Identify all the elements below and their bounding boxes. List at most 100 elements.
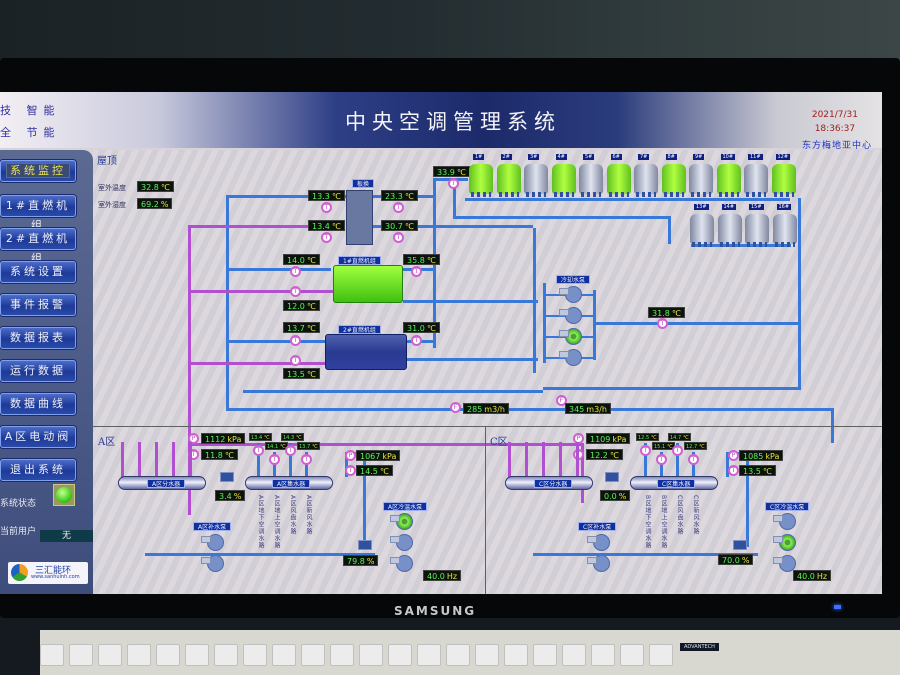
cooling-tower[interactable]: 14# (717, 204, 742, 247)
cooling-pump[interactable] (559, 307, 582, 324)
cooling-tower[interactable]: 7# (634, 154, 658, 197)
page-title: 中央空调管理系统 (345, 110, 561, 134)
zone-a-makeup-pump[interactable] (201, 534, 224, 551)
cooling-tower[interactable]: 8# (661, 154, 686, 197)
tower-number: 5# (583, 154, 595, 160)
keyboard-key[interactable] (475, 644, 499, 666)
zone-c-control-valve[interactable] (733, 540, 747, 550)
zone-a-makeup-pump-label: A区补水泵 (193, 522, 232, 531)
zone-c-chw-pump-label: C区冷温水泵 (765, 502, 810, 511)
zone-a-bypass-valve[interactable] (220, 472, 234, 482)
cooling-tower[interactable]: 12# (771, 154, 796, 197)
keyboard-key[interactable] (185, 644, 209, 666)
unit: kPa (382, 452, 397, 461)
logo-url: www.sanhuinh.com (31, 574, 80, 580)
cooling-pump[interactable] (559, 349, 582, 366)
keyboard-key[interactable] (504, 644, 528, 666)
sidebar-item-chiller-1[interactable]: 1#直燃机组 (0, 195, 76, 232)
time: 18:36:37 (814, 124, 856, 134)
value: 1109 (590, 435, 611, 444)
chw-pump[interactable] (390, 534, 413, 551)
unit: ℃ (671, 309, 681, 318)
keyboard-key[interactable] (40, 644, 64, 666)
keyboard-key[interactable] (533, 644, 557, 666)
keyboard-key[interactable] (127, 644, 151, 666)
zone-a-collector[interactable]: A区集水器 (245, 476, 333, 490)
sidebar-item-exit[interactable]: 退出系统 (0, 459, 76, 481)
zone-c-makeup-pump[interactable] (587, 555, 610, 572)
sidebar-item-event-alarm[interactable]: 事件报警 (0, 294, 76, 316)
chiller-1[interactable] (333, 265, 403, 303)
cooling-tower[interactable]: 10# (716, 154, 741, 197)
keyboard-key[interactable] (562, 644, 586, 666)
cooling-tower[interactable]: 3# (524, 154, 548, 197)
tower-legs (746, 192, 766, 197)
header-bar: 技 智能 全 节能 中央空调管理系统 2021/7/31 18:36:37 东方… (0, 92, 882, 151)
keyboard-key[interactable] (649, 644, 673, 666)
temp-sensor-icon: T (290, 335, 301, 346)
cooling-tower[interactable]: 6# (606, 154, 631, 197)
chw-pump[interactable] (390, 555, 413, 572)
keyboard-key[interactable] (156, 644, 180, 666)
cooling-tower[interactable]: 5# (579, 154, 603, 197)
keyboard-key[interactable] (98, 644, 122, 666)
cooling-pump[interactable] (559, 328, 582, 345)
value: 31.8 (652, 309, 670, 318)
sidebar-item-system-settings[interactable]: 系统设置 (0, 261, 76, 283)
sidebar-item-system-monitor[interactable]: 系统监控 (0, 160, 76, 182)
cooling-tower[interactable]: 2# (496, 154, 521, 197)
keyboard-key[interactable] (243, 644, 267, 666)
keyboard-key[interactable] (446, 644, 470, 666)
keyboard-key[interactable] (620, 644, 644, 666)
keyboard-key[interactable] (591, 644, 615, 666)
cooling-tower[interactable]: 13# (690, 204, 714, 247)
value: 13.5 (287, 370, 305, 379)
keyboard-key[interactable] (359, 644, 383, 666)
chiller-2[interactable] (325, 334, 407, 370)
sidebar-item-chiller-2[interactable]: 2#直燃机组 (0, 228, 76, 265)
tower-number: 16# (776, 204, 792, 210)
unit: ℃ (379, 467, 389, 476)
zone-a-distributor[interactable]: A区分水器 (118, 476, 206, 490)
value: 15.1 (654, 444, 666, 450)
cooling-tower[interactable]: 16# (772, 204, 797, 247)
tower-number: 9# (693, 154, 705, 160)
unit: ℃ (306, 324, 316, 333)
zone-a-makeup-pump[interactable] (201, 555, 224, 572)
keyboard-key[interactable] (214, 644, 238, 666)
pressure-sensor-icon: P (345, 450, 356, 461)
zone-a-control-valve[interactable] (358, 540, 372, 550)
power-led-icon (834, 605, 841, 609)
value: 11.8 (205, 451, 223, 460)
cooling-tower[interactable]: 9# (689, 154, 713, 197)
cooling-tower[interactable]: 11# (744, 154, 768, 197)
keyboard-key[interactable] (272, 644, 296, 666)
zone-c-makeup-pump[interactable] (587, 534, 610, 551)
tower-legs (471, 192, 491, 197)
zone-c-collector[interactable]: C区集水器 (630, 476, 718, 490)
keyboard-key[interactable] (69, 644, 93, 666)
unit: ℃ (683, 435, 689, 441)
sidebar-item-run-data[interactable]: 运行数据 (0, 360, 76, 382)
keyboard-key[interactable] (417, 644, 441, 666)
cooling-tower[interactable]: 15# (745, 204, 769, 247)
branch-name: A区新风水路 (305, 495, 312, 536)
keyboard-key[interactable] (301, 644, 325, 666)
pipe (363, 452, 366, 547)
chw-pump[interactable] (773, 534, 796, 551)
chw-pump[interactable] (390, 513, 413, 530)
sidebar-item-a-zone-valve[interactable]: A区电动阀 (0, 426, 76, 448)
zone-c-bypass-valve[interactable] (605, 472, 619, 482)
heat-exchanger[interactable] (346, 190, 373, 245)
cooling-pump[interactable] (559, 286, 582, 303)
keyboard-key[interactable] (388, 644, 412, 666)
sidebar-item-data-report[interactable]: 数据报表 (0, 327, 76, 349)
chw-pump[interactable] (773, 555, 796, 572)
cooling-tower[interactable]: 4# (551, 154, 576, 197)
sidebar-item-data-curve[interactable]: 数据曲线 (0, 393, 76, 415)
keyboard-key[interactable] (330, 644, 354, 666)
chw-pump[interactable] (773, 513, 796, 530)
cooling-tower[interactable]: 1# (469, 154, 493, 197)
branch-name: B区地下空调水路 (644, 495, 651, 550)
zone-c-distributor[interactable]: C区分水器 (505, 476, 593, 490)
